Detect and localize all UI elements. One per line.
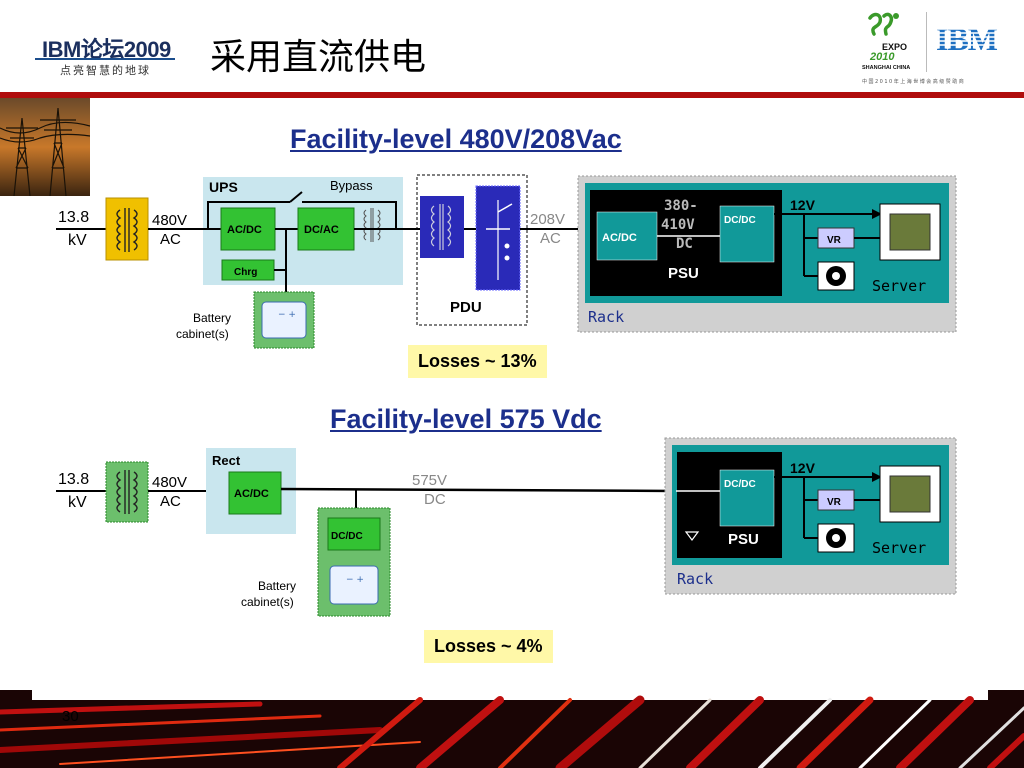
ac-distribution-diagram: 13.8 kV 480V AC UPS Bypass AC/DC DC/AC C… bbox=[56, 174, 957, 617]
ac-out-voltage: 208V bbox=[530, 211, 565, 228]
expo-text: EXPO bbox=[882, 42, 907, 52]
ibm-brand-text: IBM bbox=[936, 22, 998, 56]
ac-psu-range-3: DC bbox=[676, 236, 693, 252]
dc-mid-voltage: 480V bbox=[152, 474, 187, 491]
ac-vr-label: VR bbox=[827, 235, 842, 246]
ac-mid-voltage: 480V bbox=[152, 212, 187, 229]
ac-server-label: Server bbox=[872, 277, 926, 295]
slide-title: 采用直流供电 bbox=[210, 37, 427, 78]
ac-psu-dcdc bbox=[719, 205, 775, 263]
ac-battery-label-2: cabinet(s) bbox=[176, 327, 229, 341]
dc-bus-voltage: 575V bbox=[412, 472, 447, 489]
dc-transformer bbox=[105, 461, 149, 523]
rect-acdc-box bbox=[228, 471, 282, 515]
power-tower-image bbox=[0, 98, 90, 196]
ac-12v-label: 12V bbox=[790, 197, 816, 213]
sponsor-line: 中国2010年上海世博会高级赞助商 bbox=[862, 79, 966, 85]
logo-separator bbox=[926, 12, 927, 72]
ac-battery-icon bbox=[261, 301, 307, 339]
ups-charger-label: Chrg bbox=[234, 267, 257, 278]
ac-yellow-transformer bbox=[105, 197, 149, 261]
rectifier-label: Rect bbox=[212, 453, 241, 468]
page-number: 30 bbox=[62, 708, 79, 725]
ac-input-unit: kV bbox=[68, 232, 87, 249]
dc-section-title: Facility-level 575 Vdc bbox=[330, 404, 602, 434]
dc-bus-unit: DC bbox=[424, 491, 446, 508]
pdu-label: PDU bbox=[450, 299, 482, 316]
pdu-transformer bbox=[420, 196, 464, 258]
expo-city: SHANGHAI CHINA bbox=[862, 65, 910, 71]
pdu-box bbox=[416, 174, 528, 326]
expo-year: 2010 bbox=[869, 51, 895, 63]
footer-red-streaks bbox=[0, 690, 1024, 768]
rect-acdc-label: AC/DC bbox=[234, 488, 269, 500]
ac-section-title: Facility-level 480V/208Vac bbox=[290, 124, 622, 154]
dc-psu-diode-icon bbox=[684, 531, 700, 541]
dc-psu-dcdc bbox=[719, 469, 775, 527]
bypass-label: Bypass bbox=[330, 178, 373, 193]
ac-psu-label: PSU bbox=[668, 265, 699, 282]
ac-input-voltage: 13.8 bbox=[58, 209, 89, 226]
ups-small-transformer bbox=[363, 208, 381, 242]
dc-battery-icon bbox=[329, 565, 379, 605]
ac-rack-label: Rack bbox=[588, 308, 624, 326]
header-red-bar bbox=[0, 92, 1024, 98]
dc-battery-dcdc-label: DC/DC bbox=[331, 531, 363, 542]
ac-psu-range-1: 380- bbox=[664, 198, 698, 214]
ups-acdc-box bbox=[220, 207, 276, 251]
ups-dcac-label: DC/AC bbox=[304, 224, 339, 236]
ac-transformer-coils bbox=[116, 208, 138, 252]
dc-server-label: Server bbox=[872, 539, 926, 557]
ac-psu-acdc-label: AC/DC bbox=[602, 232, 637, 244]
bypass-switch bbox=[289, 191, 303, 203]
ac-mid-unit: AC bbox=[160, 231, 181, 248]
dc-vr-label: VR bbox=[827, 497, 842, 508]
ac-losses-box: Losses ~ 13% bbox=[408, 345, 547, 378]
dc-psu-dcdc-label: DC/DC bbox=[724, 479, 756, 490]
ibm-logo: IBM bbox=[936, 22, 1000, 56]
ibm-forum-logo: IBM论坛2009 bbox=[42, 37, 171, 62]
dc-bus-line bbox=[280, 487, 677, 493]
ups-label: UPS bbox=[209, 179, 238, 195]
dc-battery-dcdc-box bbox=[327, 517, 381, 551]
ac-psu-range-2: 410V bbox=[661, 217, 695, 233]
ac-battery-label-1: Battery bbox=[193, 311, 231, 325]
expo-2010-logo: EXPO 2010 SHANGHAI CHINA bbox=[862, 12, 910, 71]
dc-battery-label-1: Battery bbox=[258, 579, 296, 593]
ac-server-chip bbox=[889, 213, 931, 251]
dc-server-chip bbox=[889, 475, 931, 513]
ac-out-unit: AC bbox=[540, 230, 561, 247]
ups-acdc-label: AC/DC bbox=[227, 224, 262, 236]
dc-battery-label-2: cabinet(s) bbox=[241, 595, 294, 609]
bypass-line bbox=[207, 201, 290, 229]
dc-input-unit: kV bbox=[68, 494, 87, 511]
svg-text:− +: − + bbox=[346, 575, 364, 585]
logo-underline bbox=[35, 58, 175, 60]
dc-input-voltage: 13.8 bbox=[58, 471, 89, 488]
ac-psu-dcdc-label: DC/DC bbox=[724, 215, 756, 226]
dc-mid-unit: AC bbox=[160, 493, 181, 510]
bypass-line-2 bbox=[302, 201, 397, 229]
ac-psu-acdc bbox=[596, 211, 658, 261]
dc-rack-label: Rack bbox=[677, 570, 713, 588]
ibm-forum-slogan: 点亮智慧的地球 bbox=[60, 64, 151, 77]
dc-losses-box: Losses ~ 4% bbox=[424, 630, 553, 663]
dc-psu-label: PSU bbox=[728, 531, 759, 548]
svg-text:− +: − + bbox=[278, 310, 296, 320]
dc-12v-label: 12V bbox=[790, 460, 816, 476]
